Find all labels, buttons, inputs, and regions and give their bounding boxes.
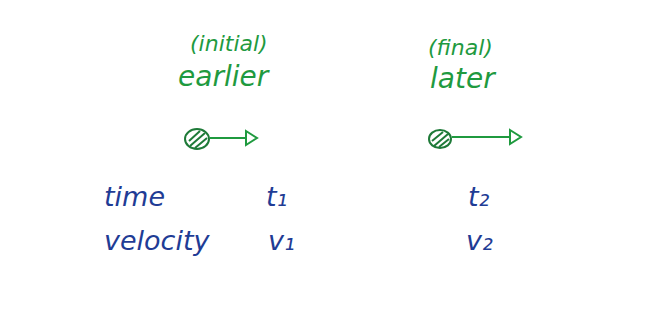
label-slot: velocity [104, 226, 210, 256]
label-slot: (initial) [190, 32, 268, 56]
velocity-arrow-later [452, 130, 521, 144]
stage-label: (initial) [190, 32, 268, 56]
quantity-label: v₁ [268, 226, 295, 256]
label-slot: v₂ [466, 226, 493, 256]
stage-label: earlier [178, 62, 268, 93]
ball-earlier [185, 129, 209, 149]
quantity-label: t₂ [468, 182, 489, 212]
ball-outline [185, 129, 209, 149]
label-slot: time [104, 182, 165, 212]
stage-label: (final) [428, 36, 493, 60]
label-slot: v₁ [268, 226, 295, 256]
arrow-head [510, 130, 521, 144]
label-slot: t₁ [266, 182, 287, 212]
quantity-label: t₁ [266, 182, 287, 212]
label-slot: (final) [428, 36, 493, 60]
label-slot: t₂ [468, 182, 489, 212]
ball-outline [429, 130, 451, 148]
label-slot: later [430, 64, 495, 95]
quantity-label: velocity [104, 226, 210, 256]
arrow-shaft [452, 136, 510, 138]
ball-hatch [432, 132, 449, 147]
quantity-label: time [104, 182, 165, 212]
ball-hatch [189, 131, 207, 148]
ball-later [429, 130, 451, 148]
stage-label: later [430, 64, 495, 95]
arrow-shaft [210, 137, 246, 139]
velocity-arrow-earlier [210, 131, 257, 145]
arrow-head [246, 131, 257, 145]
label-slot: earlier [178, 62, 268, 93]
quantity-label: v₂ [466, 226, 493, 256]
